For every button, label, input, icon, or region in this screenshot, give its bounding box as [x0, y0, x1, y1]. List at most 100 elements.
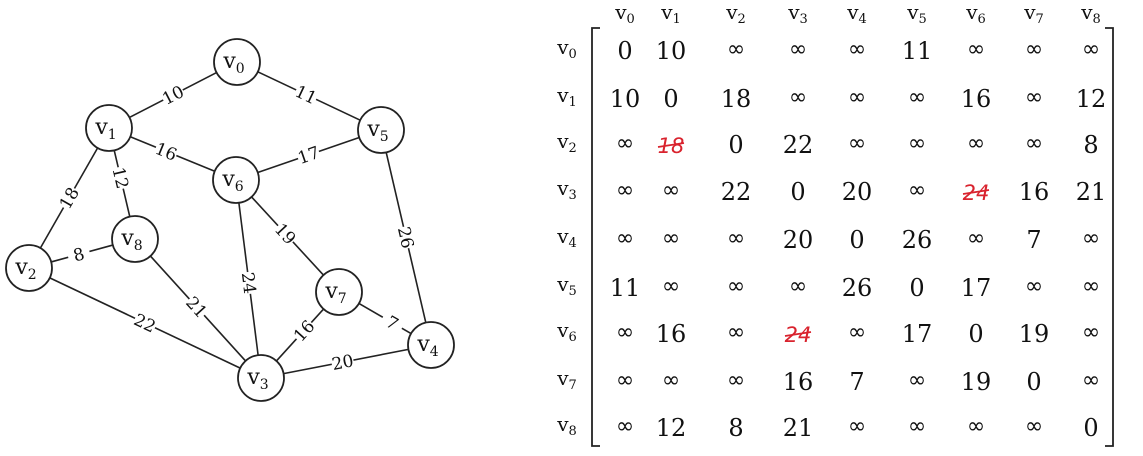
matrix-cell-r2-c0: ∞ — [616, 131, 634, 156]
left-bracket — [591, 27, 600, 447]
matrix-cell-r4-c1: ∞ — [662, 226, 680, 251]
matrix-cell-r3-c8: 21 — [1076, 178, 1107, 206]
edge-weight-backing — [56, 184, 82, 212]
matrix-cell-r3-c3: 0 — [790, 178, 805, 206]
edge-weight-backing — [292, 82, 320, 107]
column-header-v4: v4 — [846, 0, 867, 27]
matrix-cell-r4-c2: ∞ — [727, 226, 745, 251]
matrix-cell-r1-c7: ∞ — [1025, 85, 1043, 110]
matrix-cell-r7-c3: 16 — [783, 368, 814, 396]
column-header-v1: v1 — [660, 0, 681, 27]
edge-weight-backing — [272, 220, 299, 248]
node-circle — [357, 106, 405, 154]
node-circle — [213, 38, 261, 86]
matrix-cell-r8-c0: ∞ — [616, 414, 634, 439]
matrix-cell-r8-c5: ∞ — [908, 414, 926, 439]
matrix-cell-r4-c3: 20 — [783, 226, 814, 254]
matrix-cell-r3-c7: 16 — [1019, 178, 1050, 206]
annotation-r6-c3: 24 — [785, 323, 812, 347]
matrix-cell-r0-c4: ∞ — [848, 37, 866, 62]
matrix-cell-r3-c4: 20 — [842, 178, 873, 206]
matrix-cell-r8-c8: 0 — [1083, 414, 1098, 442]
right-bracket — [1105, 27, 1114, 447]
row-header-v7: v7 — [556, 366, 577, 393]
matrix-cell-r7-c7: 0 — [1026, 368, 1041, 396]
matrix-cell-r5-c8: ∞ — [1082, 274, 1100, 299]
strike-mark — [784, 331, 812, 337]
matrix-cell-r6-c0: ∞ — [616, 320, 634, 345]
edge-weight-backing — [131, 311, 159, 335]
column-header-v8: v8 — [1080, 0, 1101, 27]
matrix-cell-r8-c3: 21 — [783, 414, 814, 442]
matrix-cell-r2-c6: ∞ — [967, 131, 985, 156]
matrix-cell-r8-c4: ∞ — [848, 414, 866, 439]
matrix-cell-r4-c8: ∞ — [1082, 226, 1100, 251]
edge-weight-backing — [239, 271, 259, 295]
node-v2: v2 — [5, 244, 53, 292]
matrix-cell-r7-c1: ∞ — [662, 368, 680, 393]
matrix-cell-r0-c6: ∞ — [967, 37, 985, 62]
row-header-v4: v4 — [556, 224, 577, 251]
matrix-cell-r6-c8: ∞ — [1082, 320, 1100, 345]
edge-weight-backing — [183, 293, 211, 321]
column-header-v6: v6 — [965, 0, 986, 27]
row-header-v3: v3 — [556, 176, 577, 203]
matrix-cell-r1-c4: ∞ — [848, 85, 866, 110]
matrix-cell-r2-c2: 0 — [728, 131, 743, 159]
matrix-cell-r3-c0: ∞ — [616, 178, 634, 203]
matrix-cell-r7-c6: 19 — [961, 368, 992, 396]
node-v1: v1 — [85, 104, 133, 152]
edge-weight-v2-v3: 22 — [131, 310, 159, 337]
node-v0: v0 — [213, 38, 261, 86]
row-header-v6: v6 — [556, 318, 577, 345]
matrix-cell-r8-c7: ∞ — [1025, 414, 1043, 439]
column-header-v2: v2 — [725, 0, 746, 27]
matrix-cell-r5-c6: 17 — [961, 274, 992, 302]
annotation-r3-c6: 24 — [963, 181, 990, 205]
matrix-cell-r5-c2: ∞ — [727, 274, 745, 299]
node-v6: v6 — [212, 156, 260, 204]
matrix-cell-r2-c4: ∞ — [848, 131, 866, 156]
matrix-cell-r1-c8: 12 — [1076, 85, 1107, 113]
node-v4: v4 — [407, 321, 455, 369]
row-header-v0: v0 — [556, 35, 577, 62]
matrix-cell-r5-c4: 26 — [842, 274, 873, 302]
node-v5: v5 — [357, 106, 405, 154]
matrix-cell-r7-c8: ∞ — [1082, 368, 1100, 393]
matrix-cell-r0-c5: 11 — [902, 37, 933, 65]
node-circle — [237, 354, 285, 402]
edge-weight-backing — [110, 165, 131, 191]
edge-weight-v6-v5: 17 — [295, 143, 322, 169]
edge-weight-v3-v4: 20 — [330, 351, 355, 375]
column-header-v3: v3 — [787, 0, 808, 27]
node-v3: v3 — [237, 354, 285, 402]
matrix-cell-r6-c4: ∞ — [848, 320, 866, 345]
matrix-cell-r1-c0: 10 — [610, 85, 641, 113]
matrix-cell-r4-c5: 26 — [902, 226, 933, 254]
row-header-v2: v2 — [556, 129, 577, 156]
edge-weight-v1-v2: 18 — [56, 184, 84, 213]
matrix-cell-r2-c7: ∞ — [1025, 131, 1043, 156]
node-circle — [111, 215, 159, 263]
column-header-v7: v7 — [1023, 0, 1044, 27]
matrix-cell-r3-c2: 22 — [721, 178, 752, 206]
row-header-v1: v1 — [556, 83, 577, 110]
matrix-cell-r8-c1: 12 — [656, 414, 687, 442]
edge-weight-v5-v4: 26 — [393, 225, 417, 251]
matrix-cell-r0-c8: ∞ — [1082, 37, 1100, 62]
node-circle — [407, 321, 455, 369]
matrix-cell-r6-c7: 19 — [1019, 320, 1050, 348]
row-header-v5: v5 — [556, 272, 577, 299]
edge-weight-backing — [378, 310, 406, 336]
matrix-cell-r8-c6: ∞ — [967, 414, 985, 439]
edge-weight-backing — [295, 143, 322, 167]
matrix-cell-r6-c6: 0 — [968, 320, 983, 348]
edge-weight-v1-v8: 12 — [108, 165, 132, 191]
edge-weight-v6-v3: 24 — [237, 271, 260, 295]
edge-weight-v0-v1: 10 — [159, 82, 187, 110]
node-v8: v8 — [111, 215, 159, 263]
edge-weight-v0-v5: 11 — [292, 82, 320, 109]
